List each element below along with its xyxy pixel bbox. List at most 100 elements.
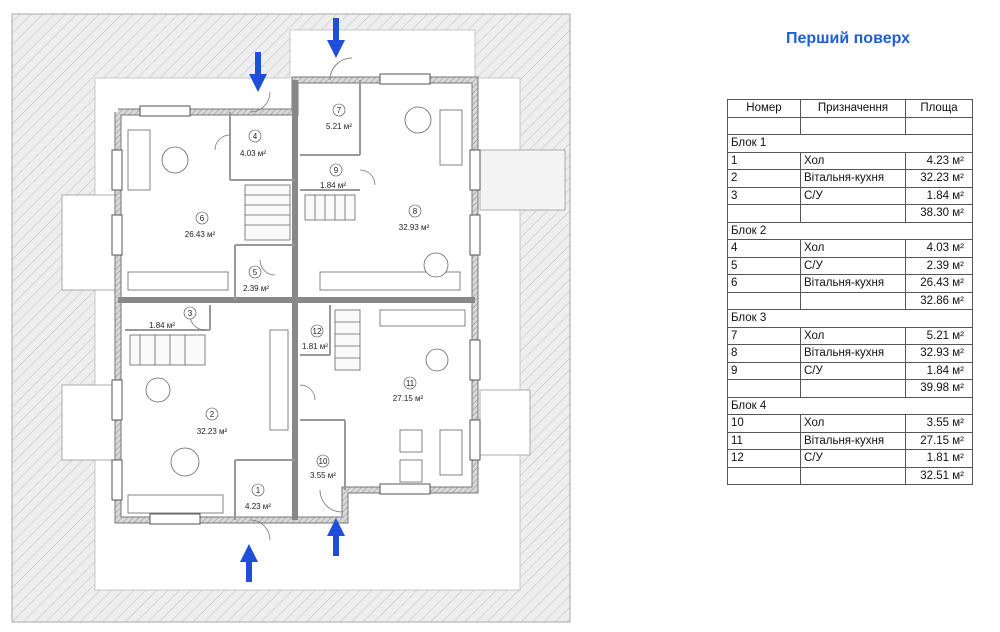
room-number: 12 — [313, 327, 322, 336]
room-number: 8 — [413, 207, 418, 216]
room-number-cell: 8 — [727, 344, 801, 363]
table-spacer-row — [727, 116, 973, 135]
block-label: Блок 3 — [727, 309, 801, 328]
block-total-cell: 32.86 м² — [905, 291, 973, 310]
room-number-cell: 12 — [727, 449, 801, 468]
room-area-cell: 32.93 м² — [905, 344, 973, 363]
room-area-cell: 27.15 м² — [905, 431, 973, 450]
room-purpose-cell: Хол — [800, 414, 906, 433]
room-area: 32.23 м² — [197, 427, 228, 436]
furniture — [127, 106, 466, 514]
room-number-cell: 2 — [727, 169, 801, 188]
room-number-cell: 1 — [727, 151, 801, 170]
room-number: 4 — [253, 132, 258, 141]
table-subtotal-row: 39.98 м² — [727, 379, 973, 398]
room-number: 10 — [319, 457, 328, 466]
entrance-arrow-icon — [327, 18, 345, 58]
room-area: 4.03 м² — [240, 149, 266, 158]
room-labels: 1 4.23 м² 2 32.23 м² 3 1.84 м² 4 4.03 м²… — [149, 103, 430, 511]
room-number: 11 — [406, 379, 415, 388]
room-number: 7 — [337, 106, 342, 115]
block-label: Блок 4 — [727, 396, 801, 415]
room-label-7: 7 5.21 м² — [326, 103, 352, 131]
table-subtotal-row: 32.51 м² — [727, 466, 973, 485]
porch-right — [479, 149, 566, 211]
room-area-cell: 2.39 м² — [905, 256, 973, 275]
room-number-cell: 6 — [727, 274, 801, 293]
header-number: Номер — [727, 99, 801, 118]
room-number: 9 — [334, 166, 339, 175]
room-purpose-cell: Вітальня-кухня — [800, 169, 906, 188]
room-purpose-cell: Хол — [800, 239, 906, 258]
room-purpose-cell: Хол — [800, 151, 906, 170]
room-purpose-cell: Вітальня-кухня — [800, 344, 906, 363]
floor-title: Перший поверх — [786, 30, 911, 47]
header-area: Площа — [905, 99, 973, 118]
porch-left-lower — [61, 384, 121, 461]
room-label-2: 2 32.23 м² — [197, 407, 228, 436]
room-area-cell: 32.23 м² — [905, 169, 973, 188]
room-area-cell: 1.84 м² — [905, 186, 973, 205]
room-area: 3.55 м² — [310, 471, 336, 480]
room-number-cell: 3 — [727, 186, 801, 205]
table-block-row: Блок 3 — [727, 309, 973, 328]
room-purpose-cell: Вітальня-кухня — [800, 274, 906, 293]
table-block-row: Блок 1 — [727, 134, 973, 153]
room-label-4: 4 4.03 м² — [240, 129, 266, 158]
room-label-6: 6 26.43 м² — [185, 211, 216, 239]
room-number-cell: 9 — [727, 361, 801, 380]
room-number-cell: 11 — [727, 431, 801, 450]
room-area-cell: 4.03 м² — [905, 239, 973, 258]
room-label-5: 5 2.39 м² — [243, 265, 269, 293]
room-area: 1.81 м² — [302, 342, 328, 351]
room-number-cell: 7 — [727, 326, 801, 345]
room-area: 1.84 м² — [149, 321, 175, 330]
room-label-1: 1 4.23 м² — [245, 483, 271, 511]
room-number-cell: 4 — [727, 239, 801, 258]
interior-walls — [118, 80, 475, 520]
room-area-cell: 1.81 м² — [905, 449, 973, 468]
room-number-cell: 10 — [727, 414, 801, 433]
floor-plan: 1 4.23 м² 2 32.23 м² 3 1.84 м² 4 4.03 м²… — [11, 13, 571, 623]
room-area: 5.21 м² — [326, 122, 352, 131]
room-area-cell: 5.21 м² — [905, 326, 973, 345]
table-subtotal-row: 38.30 м² — [727, 204, 973, 223]
entrance-arrow-icon — [249, 52, 267, 92]
partition-walls — [125, 80, 361, 520]
porch-right-lower — [479, 389, 531, 456]
entrance-arrow-icon — [327, 518, 345, 556]
entrance-arrow-icon — [240, 544, 258, 582]
room-number: 3 — [188, 309, 193, 318]
block-total-cell: 38.30 м² — [905, 204, 973, 223]
block-label: Блок 2 — [727, 221, 801, 240]
table-block-row: Блок 2 — [727, 221, 973, 240]
room-purpose-cell: С/У — [800, 256, 906, 275]
room-label-10: 10 3.55 м² — [310, 454, 336, 480]
room-area-cell: 3.55 м² — [905, 414, 973, 433]
table-subtotal-row: 32.86 м² — [727, 291, 973, 310]
stairs — [129, 184, 361, 371]
block-total-cell: 32.51 м² — [905, 466, 973, 485]
room-purpose-cell: С/У — [800, 186, 906, 205]
room-label-11: 11 27.15 м² — [393, 376, 424, 403]
room-area: 4.23 м² — [245, 502, 271, 511]
porch-left — [61, 194, 121, 291]
room-label-3: 3 1.84 м² — [149, 306, 197, 330]
entrance-arrows — [240, 18, 345, 582]
room-purpose-cell: С/У — [800, 449, 906, 468]
block-label: Блок 1 — [727, 134, 801, 153]
header-purpose: Призначення — [800, 99, 906, 118]
room-number: 6 — [200, 214, 205, 223]
room-number: 5 — [253, 268, 258, 277]
room-area: 32.93 м² — [399, 223, 430, 232]
